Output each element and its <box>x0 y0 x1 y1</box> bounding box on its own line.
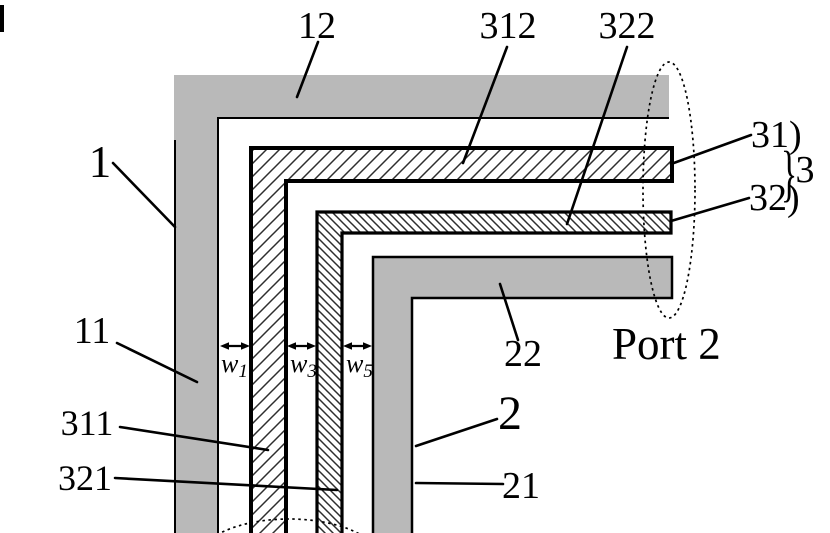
leader-22 <box>498 282 520 342</box>
leader-2 <box>414 417 499 448</box>
label-31: 31) <box>751 114 802 156</box>
strip-1-inner-edge <box>217 117 669 533</box>
leader-321 <box>113 476 339 492</box>
width-arrow-w5 <box>343 342 372 350</box>
scan-artifact <box>0 5 4 32</box>
label-w5: w5 <box>346 349 373 382</box>
leader-31 <box>669 133 753 166</box>
label-w3: w3 <box>290 349 317 382</box>
leader-1 <box>111 161 177 229</box>
label-21: 21 <box>502 465 540 507</box>
leader-322 <box>565 45 629 226</box>
leader-312 <box>461 45 509 165</box>
strip-2-border <box>371 255 674 533</box>
leader-12 <box>295 40 320 99</box>
label-311: 311 <box>61 403 114 443</box>
label-12: 12 <box>298 5 336 47</box>
label-321: 321 <box>58 458 112 498</box>
leader-311 <box>118 425 270 452</box>
strip-32-border <box>315 210 673 533</box>
port2-dotted-ellipse <box>642 61 696 319</box>
leader-11 <box>115 341 199 384</box>
label-22: 22 <box>504 333 542 375</box>
label-32: 32) <box>749 177 800 219</box>
label-1: 1 <box>89 137 112 187</box>
label-322: 322 <box>599 5 656 47</box>
port1-dotted-ellipse <box>218 518 360 533</box>
width-arrow-w1 <box>220 342 250 350</box>
leader-32 <box>669 196 751 223</box>
strip-31-border <box>249 146 674 533</box>
label-11: 11 <box>74 310 111 352</box>
label-312: 312 <box>480 5 537 47</box>
label-2: 2 <box>498 387 522 440</box>
hatched-strip-31 <box>251 148 672 533</box>
brace-3: } <box>781 138 797 207</box>
label-port2: Port 2 <box>612 319 721 369</box>
inner-gray-strip-2 <box>373 257 672 533</box>
leader-21 <box>414 481 505 486</box>
label-w1: w1 <box>221 349 248 382</box>
width-arrow-w3 <box>287 342 316 350</box>
label-3: 3 <box>796 149 815 191</box>
